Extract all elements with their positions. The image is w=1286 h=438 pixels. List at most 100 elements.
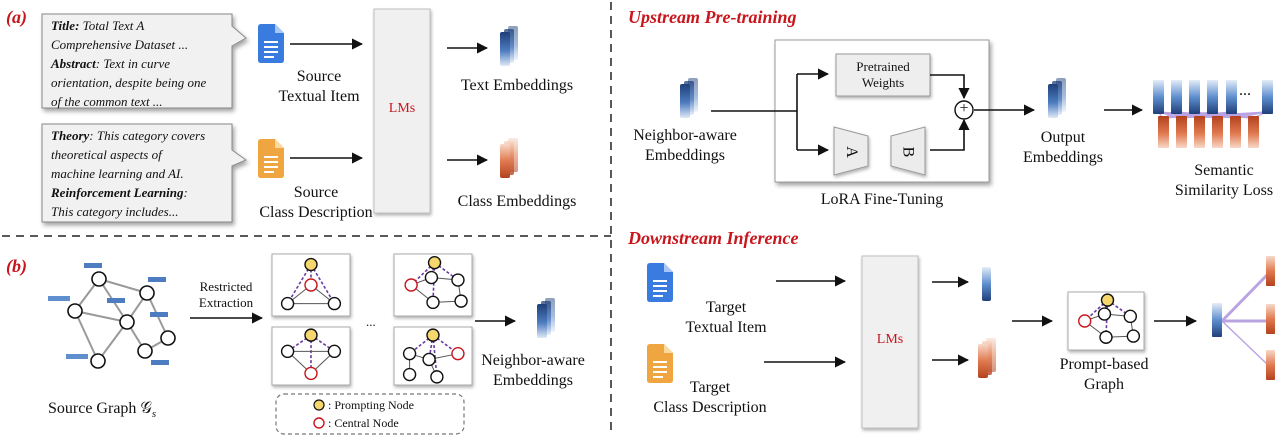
note-line: Comprehensive Dataset ...: [51, 37, 189, 52]
output-embeddings-label: Output Embeddings: [1023, 128, 1103, 168]
semantic-similarity-loss-label: Semantic Similarity Loss: [1175, 161, 1273, 201]
graph-node: [402, 346, 417, 361]
lora-matrix-b: [890, 126, 926, 176]
label-line: Semantic: [1194, 162, 1254, 179]
label-line: Prompt-based: [1059, 356, 1149, 373]
panel-b-tag: (b): [6, 256, 27, 276]
lms-label: LMs: [388, 101, 416, 116]
note-line: machine learning and AI.: [51, 166, 184, 181]
prompting-node: [1100, 293, 1115, 307]
node-legend: [275, 393, 465, 435]
prompting-node-legend: : Prompting Node: [328, 398, 414, 412]
prompting-node-marker: [313, 399, 325, 411]
subgraph-box: [393, 326, 473, 386]
note-line: This category includes...: [51, 204, 179, 219]
matrix-b-label: B: [899, 146, 917, 158]
graph-node: [1099, 330, 1113, 344]
note-line: of the common text ...: [51, 94, 163, 109]
embedding-stack-icon: [500, 138, 518, 178]
downstream-title: Downstream Inference: [628, 228, 799, 248]
prompting-node: [426, 328, 440, 342]
label-line: Graph: [1084, 376, 1124, 393]
note-line: :: [183, 185, 188, 200]
similarity-blue-bar: [1189, 80, 1200, 114]
note-key: Theory: [51, 128, 90, 143]
lms-block: [861, 255, 919, 429]
similarity-orange-bar: [1230, 116, 1241, 148]
note-key: Title:: [51, 18, 80, 33]
label-line: Similarity Loss: [1174, 182, 1274, 199]
subgraph-box: [1067, 291, 1145, 351]
lora-matrix-a: [833, 126, 869, 176]
pretrained-weights-box: [835, 53, 931, 97]
graph-node: [402, 367, 417, 382]
graph-node: [1097, 307, 1112, 321]
note-key: Abstract: [51, 56, 96, 71]
prompting-node: [427, 255, 442, 270]
target-text-embedding: [982, 267, 991, 301]
central-node: [451, 346, 465, 361]
label-line: Class Description: [653, 399, 767, 416]
graph-node: [1126, 329, 1141, 343]
central-node-legend: : Central Node: [328, 416, 399, 430]
embedding-stack-icon: [1048, 78, 1066, 118]
central-node-marker: [313, 417, 325, 429]
graph-node: [424, 270, 439, 285]
label-line: Target: [705, 299, 747, 316]
text-embeddings-label: Text Embeddings: [460, 77, 574, 94]
subgraph-edge: [432, 335, 438, 377]
graph-node: [430, 370, 444, 384]
graph-node: [280, 344, 295, 359]
label-line: Embeddings: [1023, 149, 1103, 166]
label-line: Neighbor-aware: [633, 127, 737, 144]
text-note-body: Title: Total Text A Comprehensive Datase…: [51, 16, 206, 111]
document-icon: [647, 344, 673, 383]
graph-node: [327, 296, 342, 311]
subgraph-edge: [286, 264, 312, 305]
label-line: Pretrained: [856, 59, 910, 74]
similarity-blue-bar: [1171, 80, 1182, 114]
graph-node: [280, 296, 295, 311]
embedding-stack-icon: [500, 26, 518, 66]
graph-node: [327, 344, 342, 359]
graph-node: [451, 273, 465, 287]
note-key: Reinforcement Learning: [51, 185, 184, 200]
neighbor-aware-embeddings-label: Neighbor-aware Embeddings: [481, 351, 585, 391]
graph-node: [426, 295, 440, 310]
lms-block: [373, 8, 431, 214]
restricted-extraction-label: Restricted Extraction: [199, 279, 253, 311]
subgraph-box: [393, 253, 473, 317]
label-line: Restricted: [199, 279, 253, 294]
subgraph-box: [271, 253, 351, 317]
lora-label: LoRA Fine-Tuning: [820, 191, 944, 208]
similarity-blue-bar: [1262, 80, 1273, 114]
central-node: [404, 278, 418, 292]
embedding-stack-icon: [680, 78, 698, 118]
class-note-body: Theory: This category covers theoretical…: [51, 126, 205, 221]
label-subscript: s: [151, 408, 157, 421]
class-note-bubble: [41, 123, 248, 223]
similarity-blue-bar: [1153, 80, 1164, 114]
matrix-a-label: A: [842, 146, 860, 158]
prompting-node: [304, 328, 318, 342]
source-textual-item-label: Source Textual Item: [278, 67, 359, 107]
plus-sign: +: [959, 100, 969, 117]
note-line: Total Text A: [79, 18, 145, 33]
document-icon: [258, 24, 284, 63]
similarity-blue-bar: [1207, 80, 1218, 114]
lms-label: LMs: [876, 332, 904, 347]
label-text: Source Graph 𝒢: [48, 400, 152, 417]
subgraph-ellipsis: ...: [366, 314, 376, 329]
document-icon: [647, 263, 673, 302]
subgraph-box: [271, 326, 351, 386]
embedding-stack-icon: [978, 338, 996, 378]
note-line: orientation, despite being one: [51, 75, 207, 90]
similarity-orange-bar: [1158, 116, 1169, 148]
plus-circle-icon: [954, 100, 974, 120]
similarity-orange-bar: [1212, 116, 1223, 148]
embedding-stack-icon: [537, 298, 555, 338]
label-line: Embeddings: [645, 147, 725, 164]
similarity-orange-bar: [1248, 116, 1259, 148]
prediction-fan: [1212, 256, 1275, 380]
